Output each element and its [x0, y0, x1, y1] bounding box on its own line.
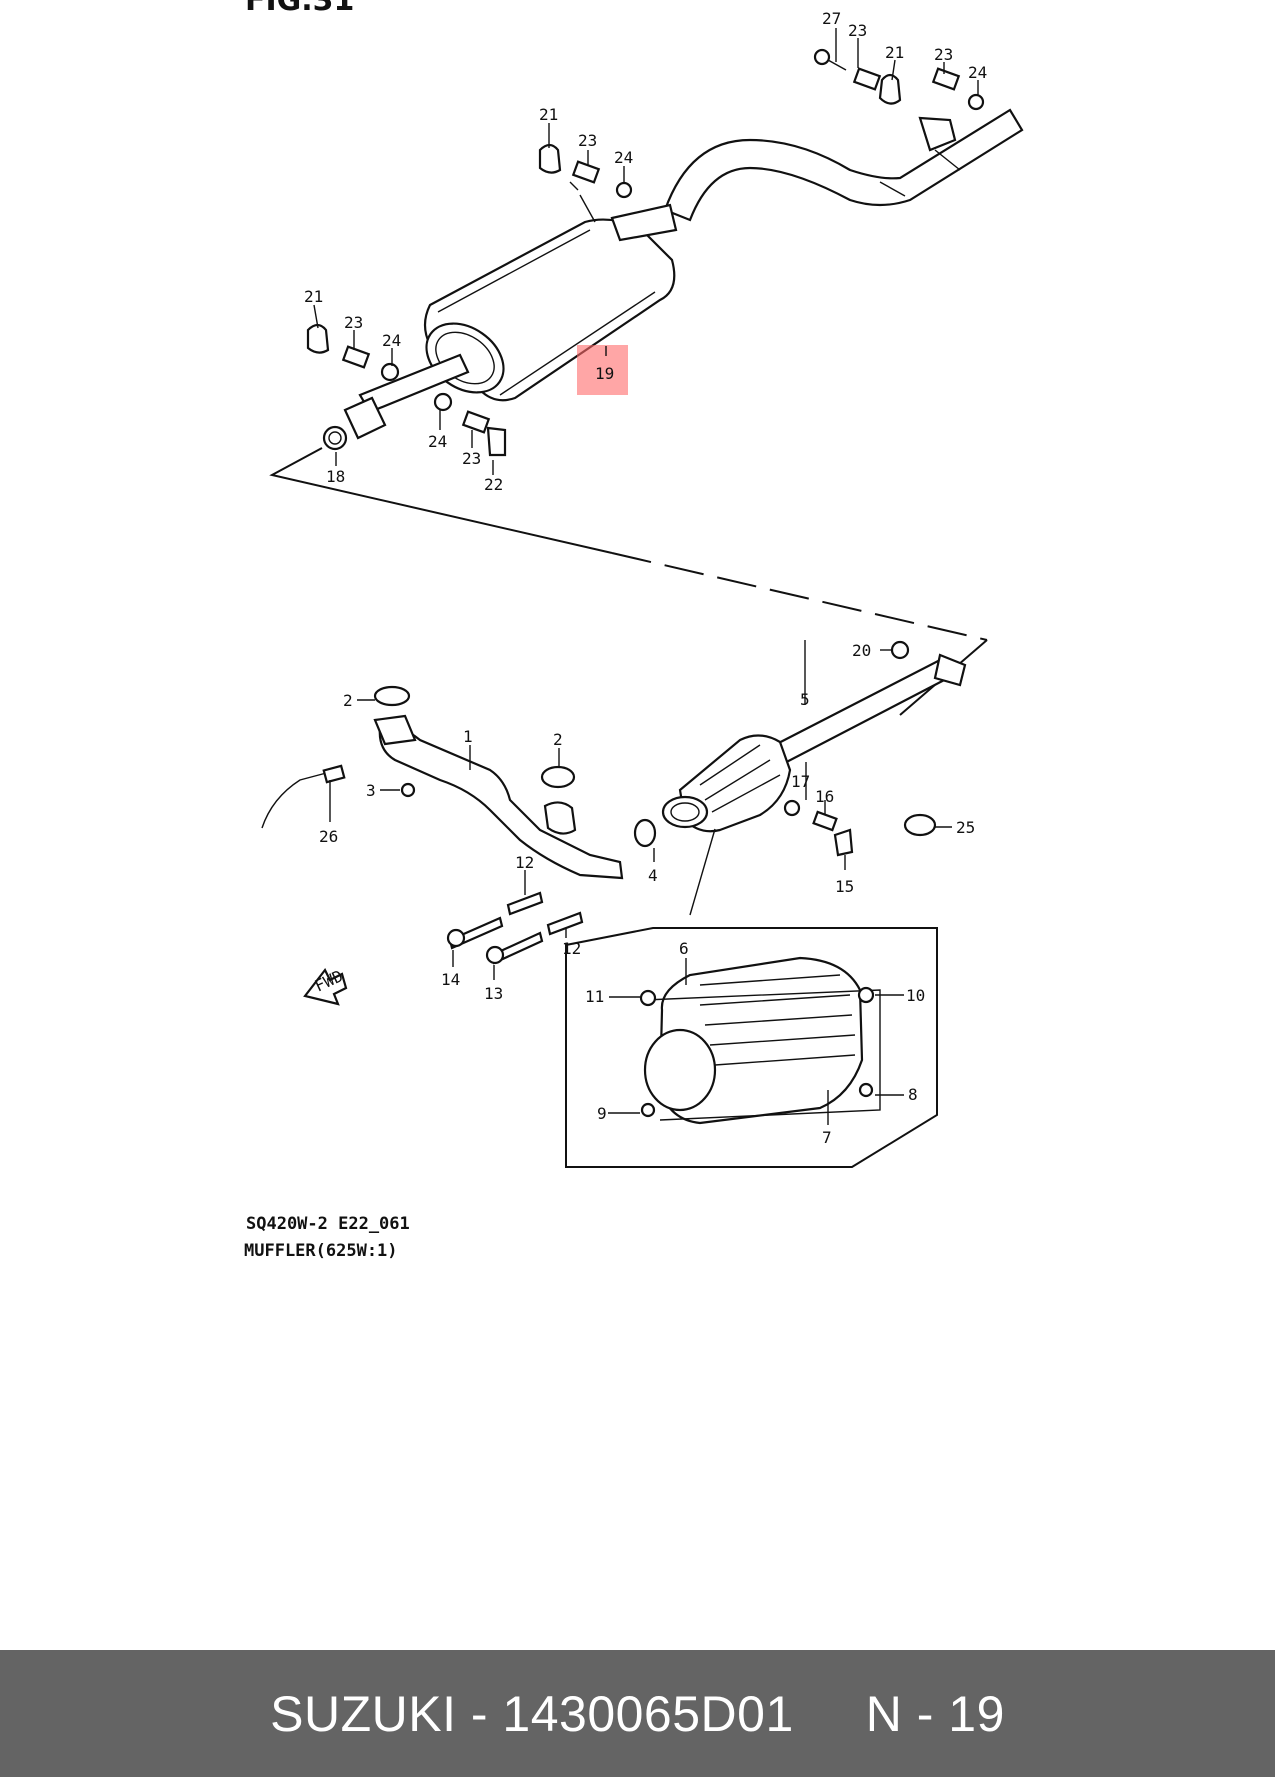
callout-22: 22: [484, 475, 503, 494]
callout-21-b: 21: [539, 105, 558, 124]
callout-18: 18: [326, 467, 345, 486]
callout-23-a: 23: [848, 21, 867, 40]
center-pipe-5: [763, 653, 967, 770]
callout-1: 1: [463, 727, 473, 746]
part-number-footer: SUZUKI - 1430065D01 N - 19: [0, 1650, 1275, 1777]
fwd-arrow: FWD: [303, 966, 348, 1006]
callout-21-c: 21: [304, 287, 323, 306]
part-number-text: SUZUKI - 1430065D01 N - 19: [270, 1685, 1005, 1742]
callout-4: 4: [648, 866, 658, 885]
callout-19: 19: [595, 364, 614, 383]
callout-11: 11: [585, 987, 604, 1006]
diagram-code: SQ420W-2 E22_061: [246, 1214, 410, 1234]
callout-20: 20: [852, 641, 871, 660]
catalytic-converter: [661, 734, 792, 833]
callout-14: 14: [441, 970, 460, 989]
bolts-and-springs: [446, 891, 584, 965]
callout-16: 16: [815, 787, 834, 806]
callout-12-a: 12: [515, 853, 534, 872]
leader-lines: [313, 28, 979, 1125]
callout-24-c: 24: [382, 331, 401, 350]
tail-pipe: [663, 108, 1024, 222]
highlight-marker-19: [577, 345, 628, 395]
callout-10: 10: [906, 986, 925, 1005]
callout-27: 27: [822, 9, 841, 28]
callout-25: 25: [956, 818, 975, 837]
callout-12-b: 12: [562, 939, 581, 958]
callout-2-b: 2: [553, 730, 563, 749]
callout-6: 6: [679, 939, 689, 958]
gaskets-and-small-parts: [261, 640, 937, 857]
callout-7: 7: [822, 1128, 832, 1147]
diagram-caption: MUFFLER(625W:1): [244, 1241, 398, 1261]
callout-23-c: 23: [578, 131, 597, 150]
callout-17: 17: [791, 772, 810, 791]
callout-23-e: 23: [462, 449, 481, 468]
callout-9: 9: [597, 1104, 607, 1123]
callout-24-d: 24: [428, 432, 447, 451]
rear-hanger-parts: [306, 48, 985, 457]
callout-13: 13: [484, 984, 503, 1003]
callout-24-a: 24: [968, 63, 987, 82]
callout-2-a: 2: [343, 691, 353, 710]
figure-title: FIG.31: [245, 0, 354, 18]
callout-24-b: 24: [614, 148, 633, 167]
callout-23-d: 23: [344, 313, 363, 332]
callout-3: 3: [366, 781, 376, 800]
exhaust-parts-diagram: FIG.31: [244, 0, 1024, 1261]
callout-5: 5: [800, 690, 810, 709]
muffler-19: [343, 181, 678, 440]
callout-21-a: 21: [885, 43, 904, 62]
callout-23-b: 23: [934, 45, 953, 64]
callout-26: 26: [319, 827, 338, 846]
exhaust-pipe-1: [373, 714, 624, 880]
callout-8: 8: [908, 1085, 918, 1104]
heat-shield-detail: [565, 828, 938, 1168]
callout-15: 15: [835, 877, 854, 896]
